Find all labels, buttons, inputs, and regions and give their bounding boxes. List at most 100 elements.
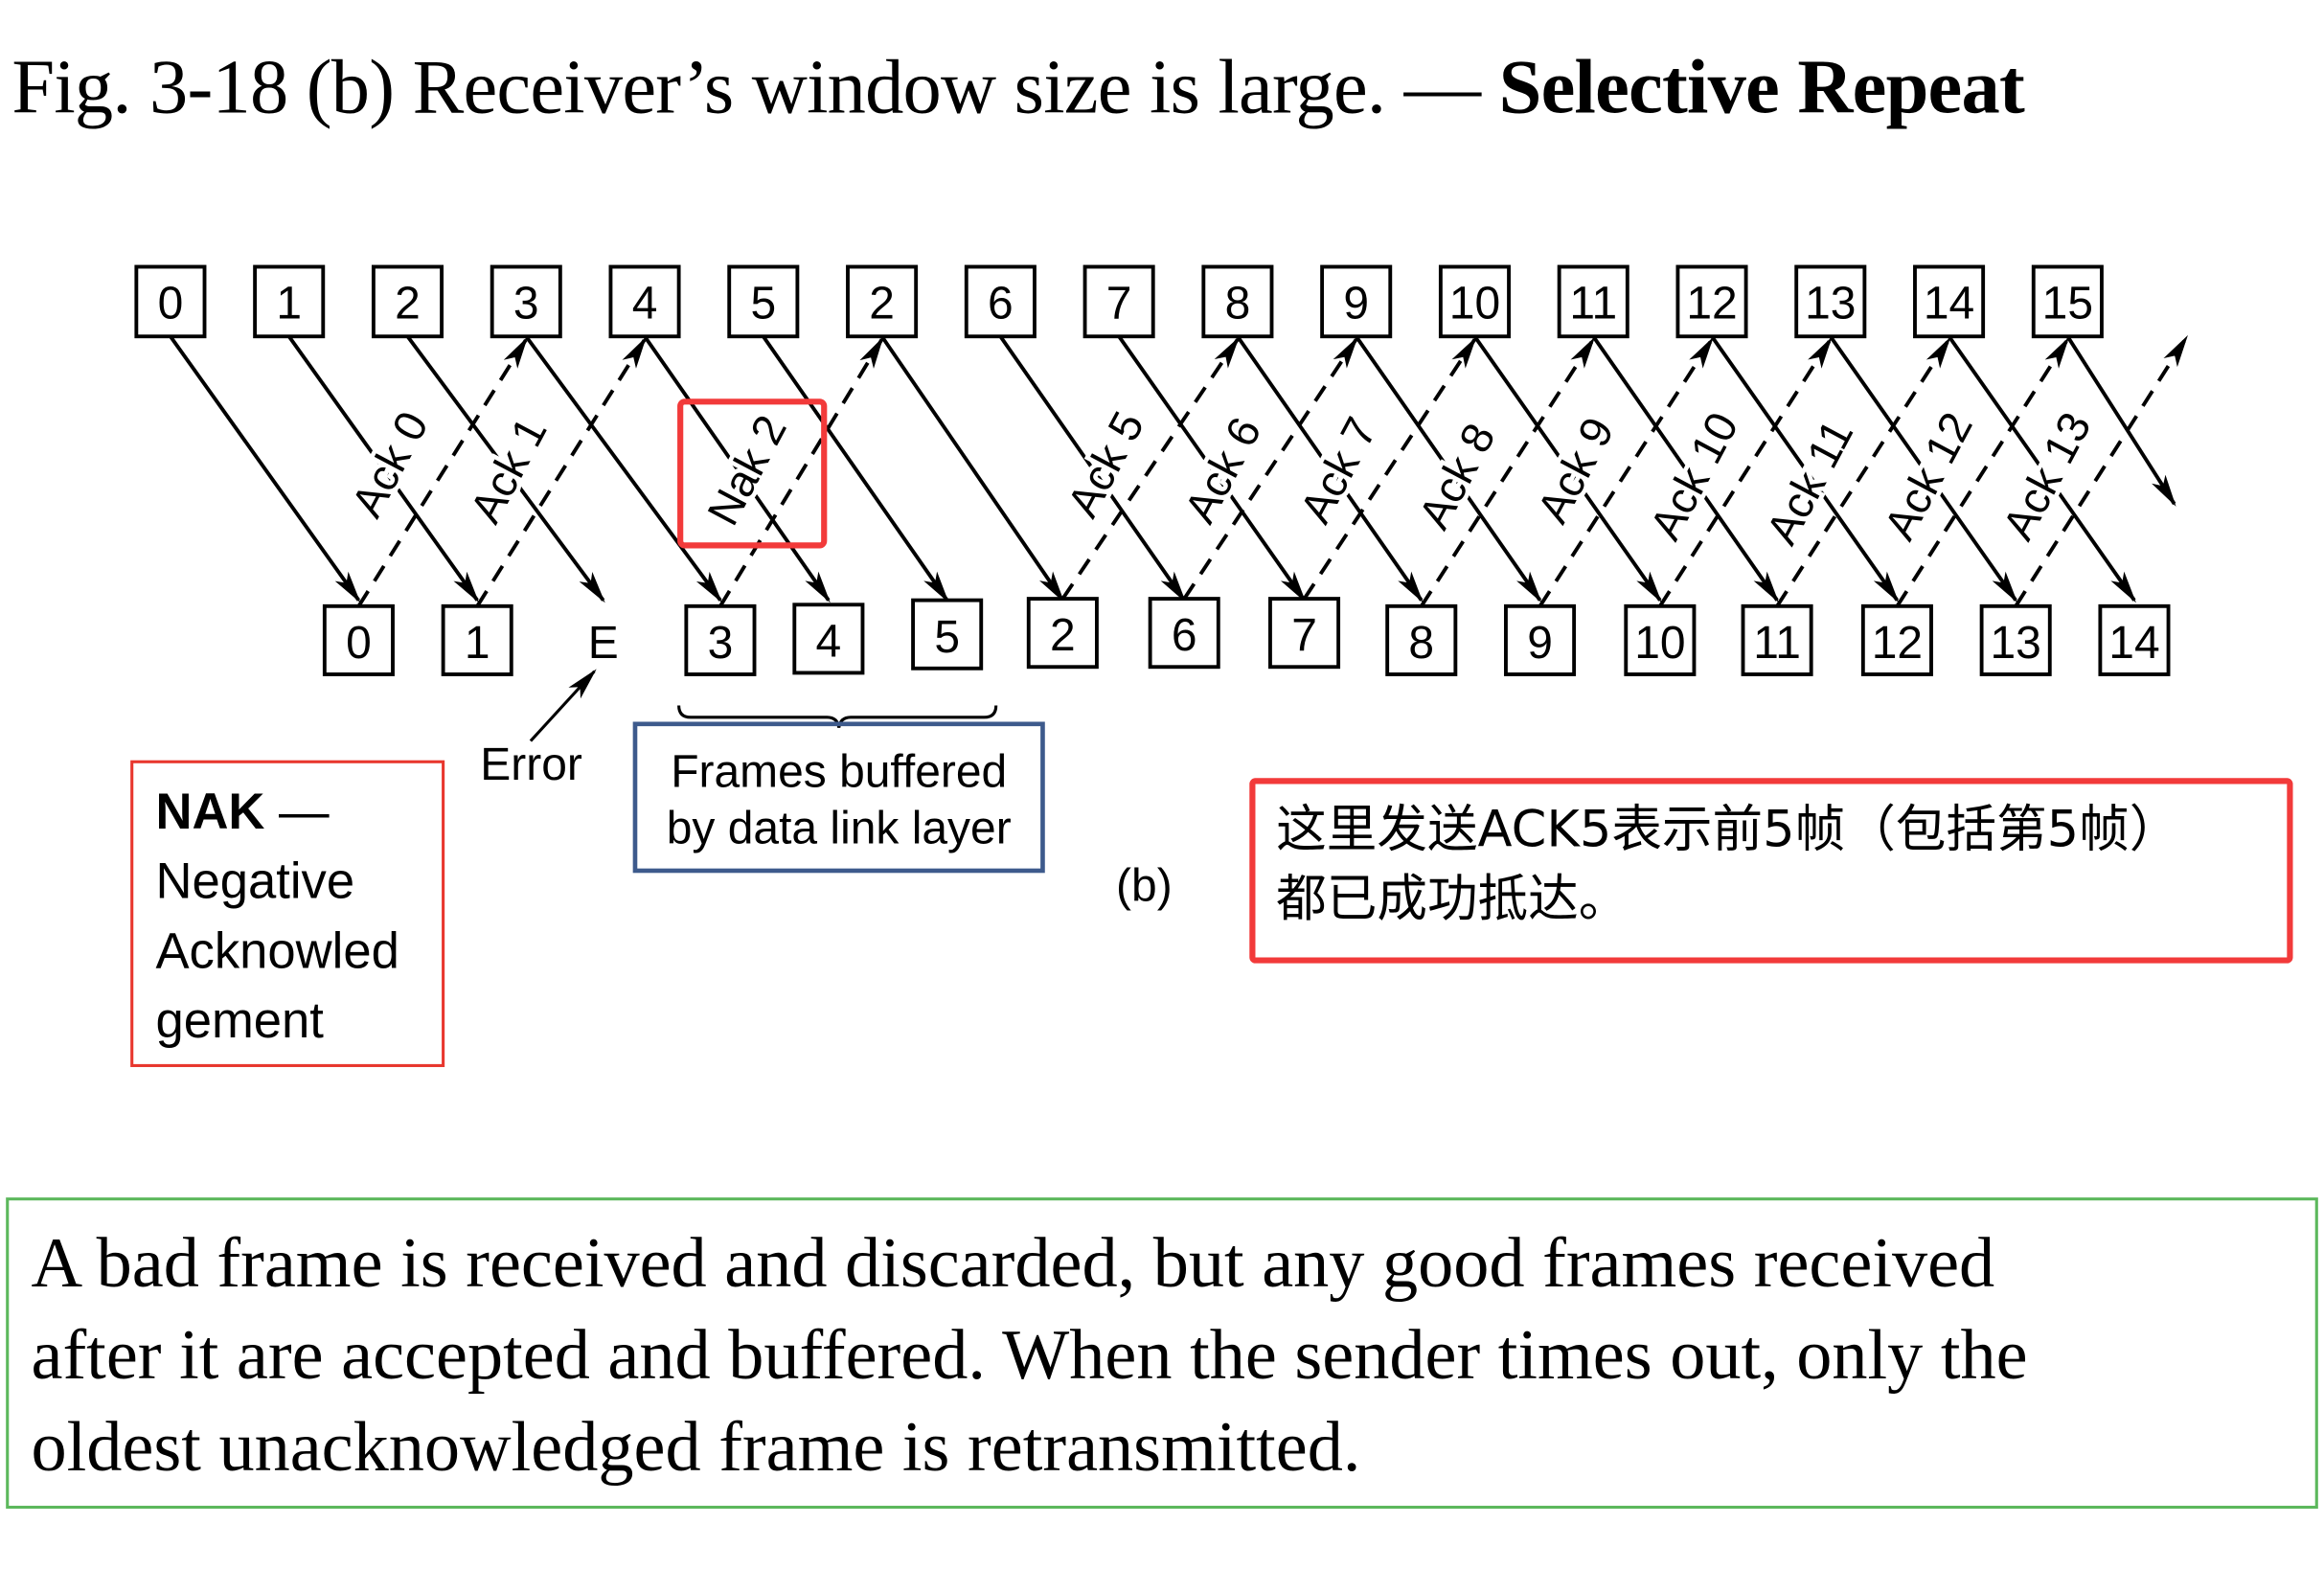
sender-frame-label: 4 [632, 279, 658, 330]
sender-frame: 13 [1794, 264, 1867, 339]
title-main: Fig. 3-18 (b) Receiver’s window size is … [11, 45, 1481, 131]
receiver-frame: 2 [1026, 597, 1099, 670]
receiver-frame-label: 14 [2108, 618, 2159, 669]
receiver-frame-label: 0 [346, 618, 372, 669]
receiver-frame: 10 [1624, 603, 1697, 676]
frame-transmission-line [1591, 335, 1780, 603]
buffer-label-line2: by data link layer [666, 802, 1012, 854]
transmission-lines [169, 334, 2188, 607]
frame-transmission-line [1355, 335, 1542, 603]
sender-frame-box [253, 264, 326, 339]
sender-frame-label: 2 [395, 279, 421, 330]
nak-line4: gement [155, 992, 324, 1050]
figure-label: (b) [1116, 859, 1173, 912]
sender-frame: 6 [964, 264, 1037, 339]
slide-title: Fig. 3-18 (b) Receiver’s window size is … [11, 44, 2024, 131]
response-line [2014, 334, 2188, 607]
ack-label: Ack 7 [1290, 409, 1386, 531]
sender-frame-box [1201, 264, 1274, 339]
sender-frame-box [727, 264, 800, 339]
frame-transmission-line [169, 335, 361, 603]
receiver-frame-box [792, 603, 865, 675]
response-line [1775, 336, 1951, 607]
sender-frame-box [608, 264, 681, 339]
receiver-frame-label: 13 [1991, 618, 2041, 669]
sender-frame-box [1557, 264, 1629, 339]
error-label: Error [480, 738, 582, 790]
summary-line2: after it are accepted and buffered. When… [31, 1315, 2028, 1395]
sender-frame: 11 [1557, 264, 1629, 339]
sender-frame-box [964, 264, 1037, 339]
receiver-frame-box [322, 603, 395, 676]
receiver-frame: 14 [2098, 603, 2171, 676]
sender-frame-label: 8 [1225, 279, 1251, 330]
receiver-frame-box [441, 603, 513, 676]
receiver-frame: 11 [1741, 603, 1813, 676]
nak-highlight-box [677, 398, 828, 549]
buffer-label-line1: Frames buffered [671, 745, 1008, 798]
receiver-frame: 0 [322, 603, 395, 676]
frame-transmission-line [2065, 335, 2176, 507]
sender-frame-label: 11 [1569, 279, 1617, 330]
sender-frame-box [1794, 264, 1867, 339]
sender-frame-label: 6 [988, 279, 1014, 330]
frame-transmission-line [1236, 335, 1424, 603]
ack5-explanation-box: 这里发送ACK5表示前5帧（包括第5帧） 都已成功抵达。 [1249, 778, 2293, 964]
response-line [1182, 336, 1358, 601]
response-line [718, 336, 884, 607]
receiver-frame: 13 [1979, 603, 2052, 676]
frame-transmission-line [287, 335, 480, 603]
receiver-frame-box [1741, 603, 1813, 676]
sender-frame: 10 [1438, 264, 1511, 339]
receiver-frame-label: E [588, 618, 619, 669]
receiver-frame-label: 6 [1172, 610, 1197, 661]
receiver-frame-box [1504, 603, 1577, 676]
sender-frame: 7 [1082, 264, 1155, 339]
sender-frame: 4 [608, 264, 681, 339]
nak-line2: Negative [155, 853, 355, 910]
sender-frame-label: 14 [1924, 279, 1974, 330]
frame-transmission-line [1829, 335, 2018, 603]
frame-transmission-line [879, 335, 1065, 603]
ack-label: Ack 9 [1527, 409, 1623, 531]
receiver-frame-box [1268, 597, 1341, 670]
buffer-brace [677, 705, 998, 728]
sender-frame-label: 12 [1686, 279, 1737, 330]
frame-transmission-line [1947, 335, 2136, 603]
response-line [475, 336, 647, 607]
sender-frame: 14 [1913, 264, 1986, 339]
sender-frame-label: 5 [750, 279, 776, 330]
receiver-frame-label: 7 [1291, 610, 1317, 661]
response-line [356, 336, 529, 607]
title-emphasis: Selective Repeat [1498, 45, 2025, 131]
response-line [1538, 336, 1714, 607]
sender-frame-label: 9 [1343, 279, 1369, 330]
response-line [1420, 336, 1596, 607]
sender-frame-box [1320, 264, 1393, 339]
sender-frame-label: 10 [1449, 279, 1500, 330]
receiver-frame-label: 11 [1753, 618, 1801, 669]
sender-frame: 15 [2031, 264, 2104, 339]
sender-frame-label: 1 [276, 279, 302, 330]
receiver-frame: 1 [441, 603, 513, 676]
sender-frame-label: 0 [158, 279, 184, 330]
sender-frame: 12 [1675, 264, 1748, 339]
receiver-frame-box [1148, 597, 1220, 670]
receiver-frame: 12 [1860, 603, 1933, 676]
sender-frame-box [846, 264, 919, 339]
frame-transmission-line [405, 335, 605, 603]
sender-frame-label: 13 [1805, 279, 1856, 330]
sender-frame-box [490, 264, 562, 339]
ack-note-line2: 都已成功抵达。 [1276, 870, 1629, 930]
nak-definition-box: NAK — Negative Acknowled gement [130, 760, 445, 1067]
frame-transmission-line [1710, 335, 1900, 603]
receiver-frame: 8 [1385, 603, 1458, 676]
sender-frame: 2 [846, 264, 919, 339]
receiver-frame: 9 [1504, 603, 1577, 676]
sender-frame: 1 [253, 264, 326, 339]
ack-label: Ack 6 [1174, 409, 1270, 531]
sender-frame-box [1082, 264, 1155, 339]
nak-line3: Acknowled [155, 922, 399, 980]
